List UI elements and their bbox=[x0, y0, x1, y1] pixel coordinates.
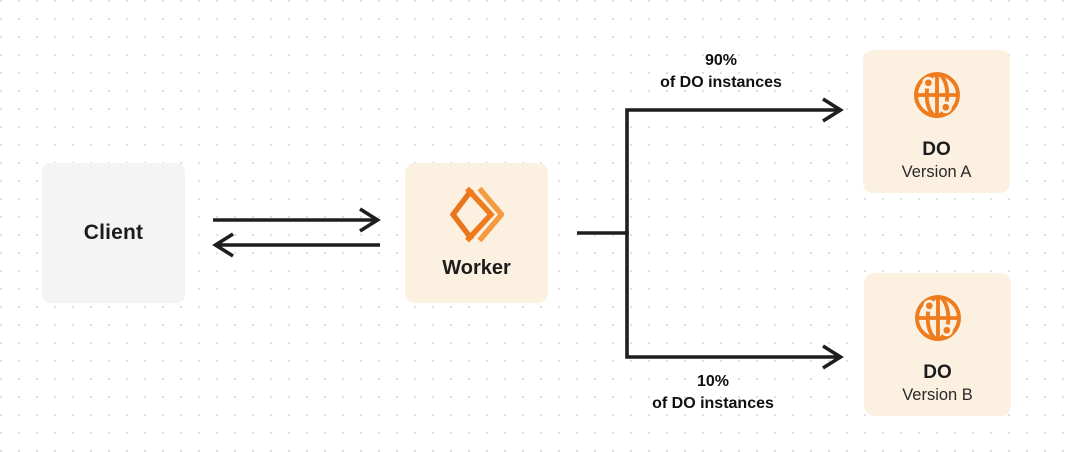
client-node: Client bbox=[42, 163, 185, 303]
do-version-b-node: DO Version B bbox=[864, 273, 1011, 416]
arrow-client-to-worker bbox=[213, 207, 381, 233]
do-b-title: DO bbox=[923, 361, 952, 383]
top-branch-label: 90% of DO instances bbox=[611, 50, 831, 94]
branch-frame bbox=[625, 108, 839, 359]
do-a-subtitle: Version A bbox=[901, 162, 972, 181]
globe-icon bbox=[907, 65, 967, 125]
bottom-branch-label: 10% of DO instances bbox=[603, 371, 823, 415]
arrowhead-do-a bbox=[822, 97, 844, 123]
worker-label: Worker bbox=[442, 257, 511, 279]
do-a-title: DO bbox=[922, 138, 951, 160]
top-branch-caption: of DO instances bbox=[660, 74, 782, 91]
arrow-worker-to-client bbox=[212, 232, 380, 258]
bottom-branch-percent: 10% bbox=[696, 373, 730, 390]
globe-icon bbox=[908, 288, 968, 348]
top-branch-percent: 90% bbox=[704, 52, 738, 69]
bottom-branch-caption: of DO instances bbox=[652, 395, 774, 412]
do-version-a-node: DO Version A bbox=[863, 50, 1010, 193]
worker-node: Worker bbox=[405, 163, 548, 303]
workers-chevrons-icon bbox=[449, 186, 504, 243]
arrowhead-do-b bbox=[822, 344, 844, 370]
client-label: Client bbox=[83, 221, 144, 244]
do-b-subtitle: Version B bbox=[902, 385, 973, 404]
